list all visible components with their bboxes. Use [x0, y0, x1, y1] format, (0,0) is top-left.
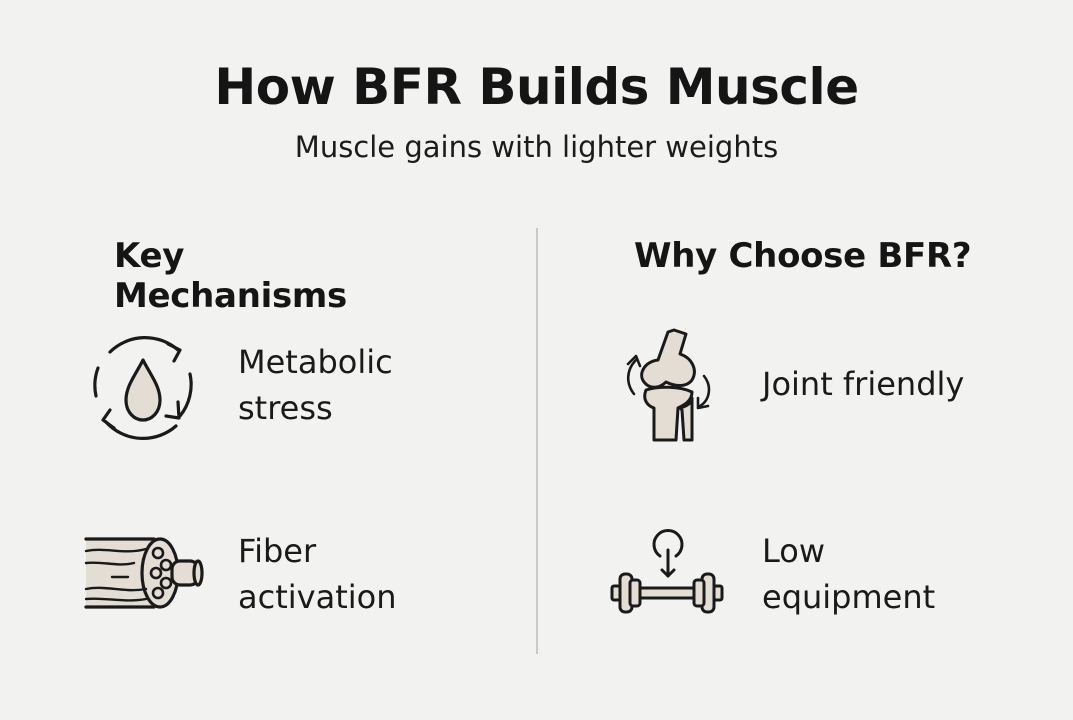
label-line-2: activation	[238, 578, 397, 616]
dumbbell-icon	[610, 528, 724, 620]
joint-friendly-label: Joint friendly	[762, 361, 964, 407]
label-line-1: Metabolic	[238, 343, 393, 381]
label-line-1: Fiber	[238, 532, 317, 570]
page-title: How BFR Builds Muscle	[214, 58, 859, 116]
fiber-activation-label: Fiber activation	[238, 528, 396, 620]
low-equipment-label: Low equipment	[762, 528, 935, 620]
key-mechanisms-heading: Key Mechanisms	[114, 236, 347, 316]
column-divider	[536, 228, 538, 654]
label-line-2: stress	[238, 389, 333, 427]
knee-joint-icon	[622, 326, 716, 444]
label-line-2: equipment	[762, 578, 936, 616]
metabolic-stress-label: Metabolic stress	[238, 339, 393, 431]
label-line-1: Joint friendly	[762, 365, 965, 403]
label-line-1: Low	[762, 532, 826, 570]
muscle-fiber-icon	[84, 533, 204, 613]
why-choose-bfr-heading: Why Choose BFR?	[634, 236, 972, 276]
droplet-cycle-icon	[88, 330, 200, 440]
page-subtitle: Muscle gains with lighter weights	[294, 130, 779, 164]
